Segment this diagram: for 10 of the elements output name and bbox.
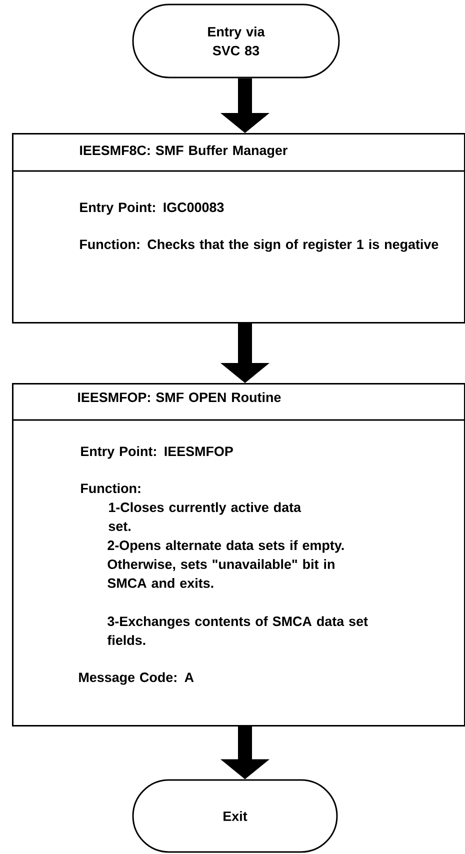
box-text: Function: xyxy=(81,483,140,494)
box-text: Message Code: A xyxy=(79,672,194,685)
box-heading: IEESMF8C: SMF Buffer Manager xyxy=(80,145,288,158)
box-text: 1-Closes currently active data set. xyxy=(108,502,302,531)
box-text: Function: Checks that the sign of register 1 is negative xyxy=(80,239,438,252)
box-text: 2-Opens alternate data sets if empty. Otherwise, sets "unavailable" bit in SMCA and exits. xyxy=(108,540,344,588)
box-text: Entry Point: IGC00083 xyxy=(80,202,224,215)
box-text: Entry Point: IEESMFOP xyxy=(81,446,233,459)
box-heading: IEESMFOP: SMF OPEN Routine xyxy=(78,392,281,402)
box-text: 3-Exchanges contents of SMCA data set fields. xyxy=(107,616,368,645)
